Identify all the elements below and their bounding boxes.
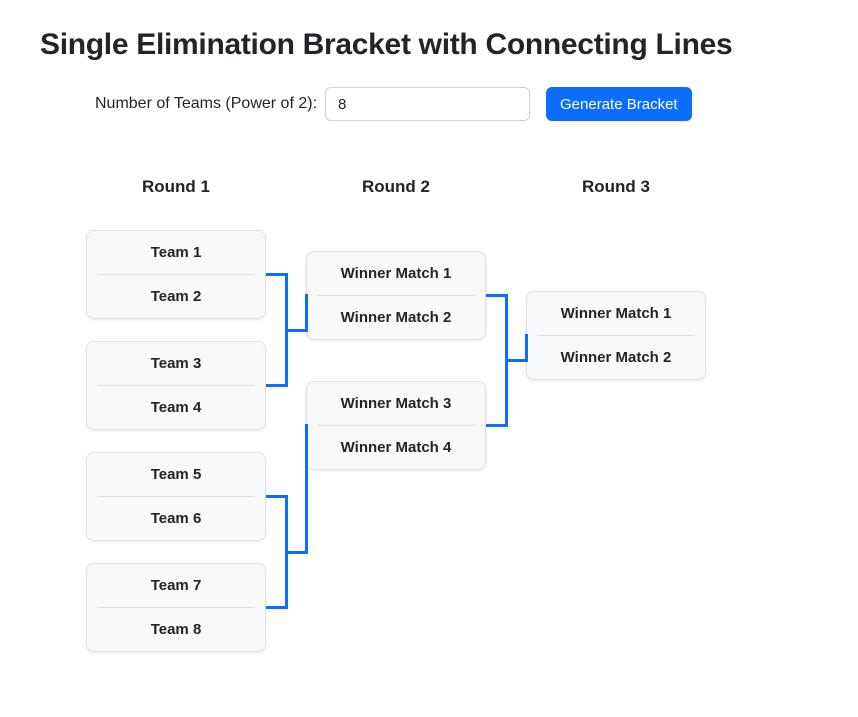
team-slot: Winner Match 2	[560, 349, 672, 366]
team-slot: Team 4	[150, 399, 202, 416]
connector-line	[286, 551, 307, 554]
controls-row: Number of Teams (Power of 2): Generate B…	[95, 87, 692, 121]
match-box: Winner Match 3 Winner Match 4	[306, 381, 486, 470]
team-slot: Team 5	[150, 466, 202, 483]
slot-divider	[97, 274, 255, 275]
connector-line	[305, 294, 308, 332]
match-box: Team 5 Team 6	[86, 452, 266, 541]
team-slot: Team 8	[150, 621, 202, 638]
team-slot: Winner Match 1	[560, 305, 672, 322]
match-box: Winner Match 1 Winner Match 2	[526, 291, 706, 380]
match-box: Team 3 Team 4	[86, 341, 266, 430]
connector-line	[525, 334, 528, 362]
connector-line	[286, 329, 307, 332]
slot-divider	[537, 335, 695, 336]
teams-count-label: Number of Teams (Power of 2):	[95, 95, 318, 112]
team-slot: Winner Match 3	[340, 395, 452, 412]
connector-line	[266, 606, 288, 609]
round-header: Round 2	[362, 177, 430, 196]
connector-line	[266, 384, 288, 387]
match-box: Team 7 Team 8	[86, 563, 266, 652]
team-slot: Team 7	[150, 577, 202, 594]
match-box: Winner Match 1 Winner Match 2	[306, 251, 486, 340]
team-slot: Team 3	[150, 355, 202, 372]
connector-line	[486, 294, 508, 297]
connector-line	[486, 424, 508, 427]
generate-bracket-button[interactable]: Generate Bracket	[546, 87, 692, 121]
team-slot: Team 2	[150, 288, 202, 305]
round-header: Round 3	[582, 177, 650, 196]
slot-divider	[97, 496, 255, 497]
round-header: Round 1	[142, 177, 210, 196]
connector-line	[305, 424, 308, 554]
connector-line	[266, 273, 288, 276]
connector-line	[266, 495, 288, 498]
team-slot: Team 6	[150, 510, 202, 527]
connector-line	[506, 359, 527, 362]
slot-divider	[97, 385, 255, 386]
teams-count-input[interactable]	[325, 87, 531, 121]
team-slot: Winner Match 4	[340, 439, 452, 456]
match-box: Team 1 Team 2	[86, 230, 266, 319]
page-title: Single Elimination Bracket with Connecti…	[40, 28, 733, 61]
team-slot: Team 1	[150, 244, 202, 261]
team-slot: Winner Match 2	[340, 309, 452, 326]
team-slot: Winner Match 1	[340, 265, 452, 282]
slot-divider	[317, 295, 475, 296]
slot-divider	[317, 425, 475, 426]
slot-divider	[97, 607, 255, 608]
